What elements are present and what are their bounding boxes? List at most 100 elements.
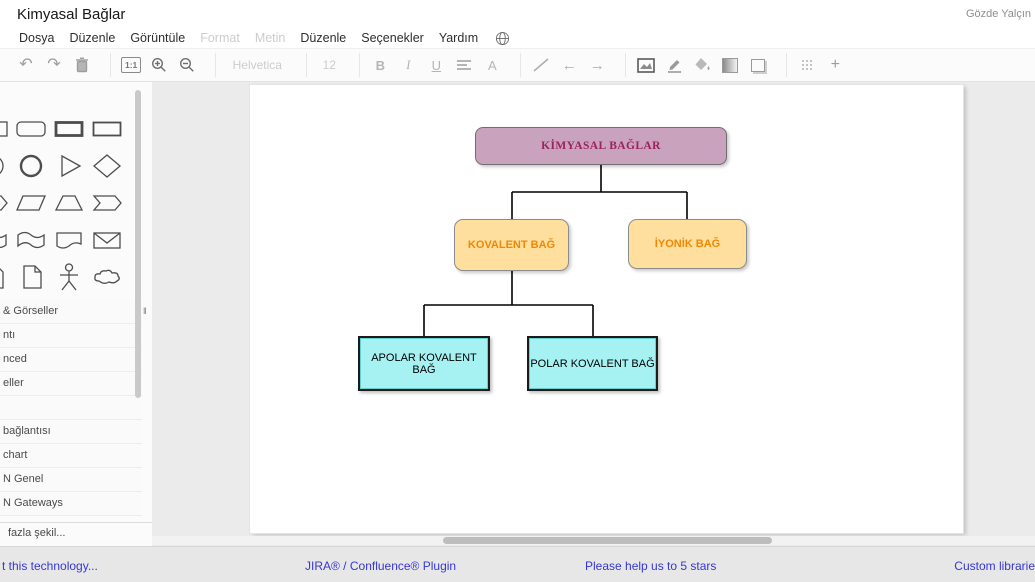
section-flowchart[interactable]: chart: [0, 444, 142, 468]
drawing-page[interactable]: KİMYASAL BAĞLAR KOVALENT BAĞ İYONİK BAĞ …: [250, 85, 963, 533]
redo-button[interactable]: ↷: [44, 53, 64, 77]
font-family-select: Helvetica: [232, 58, 282, 72]
shape-chevron[interactable]: [88, 184, 126, 221]
shape-rectangle[interactable]: [0, 110, 12, 147]
user-name: Gözde Yalçın: [965, 8, 1031, 20]
connector-edges: [423, 165, 688, 336]
section-bpmn-gateways[interactable]: N Gateways: [0, 492, 142, 516]
undo-button[interactable]: ↶: [16, 53, 36, 77]
fill-color-icon: [695, 58, 710, 70]
arrow-start-button[interactable]: ←: [559, 53, 579, 77]
align-icon: [457, 58, 472, 72]
zoom-in-button[interactable]: [149, 53, 169, 77]
menu-dosya[interactable]: Dosya: [19, 31, 55, 45]
shape-envelope[interactable]: [88, 221, 126, 258]
shape-circle[interactable]: [12, 147, 50, 184]
section-sekiller[interactable]: eller: [0, 372, 142, 396]
shadow-icon: [751, 58, 766, 72]
menu-bar: Dosya Düzenle Görüntüle Format Metin Düz…: [0, 28, 1035, 48]
toolbar-separator: [786, 53, 788, 77]
node-iyonik-bag[interactable]: İYONİK BAĞ: [628, 219, 747, 269]
shape-parallelogram[interactable]: [12, 184, 50, 221]
shape-plain-rectangle[interactable]: [88, 110, 126, 147]
section-bpmn-genel[interactable]: N Genel: [0, 468, 142, 492]
arrow-end-button[interactable]: →: [587, 53, 607, 77]
toolbar: ↶ ↷ 1:1 Helvetica 12 B I U A: [0, 48, 1035, 82]
delete-button[interactable]: [72, 53, 92, 77]
menu-secenekler[interactable]: Seçenekler: [361, 31, 424, 45]
grid-icon: [800, 58, 814, 72]
gradient-button[interactable]: [720, 53, 740, 77]
section-baglanti[interactable]: ntı: [0, 324, 142, 348]
shape-tape[interactable]: [12, 221, 50, 258]
underline-button[interactable]: U: [431, 57, 441, 73]
document-title: Kimyasal Bağlar: [17, 6, 126, 23]
shape-rounded-rectangle[interactable]: [12, 110, 50, 147]
toolbar-separator: [110, 53, 111, 77]
shape-sections: & Görseller ntı nced eller bağlantısı ch…: [0, 300, 142, 516]
shape-ellipse[interactable]: [0, 147, 12, 184]
custom-libraries-link[interactable]: Custom libraries: [954, 559, 1035, 573]
shape-document[interactable]: [50, 221, 88, 258]
more-shapes-link[interactable]: fazla şekil...: [0, 522, 152, 543]
pencil-icon: [667, 60, 681, 73]
zoom-out-button[interactable]: [177, 53, 197, 77]
align-button[interactable]: [454, 53, 474, 77]
section-gorseller[interactable]: & Görseller: [0, 300, 142, 324]
menu-duzenle[interactable]: Düzenle: [69, 31, 116, 45]
rate-5-stars-link[interactable]: Please help us to 5 stars: [585, 559, 717, 573]
section-advanced[interactable]: nced: [0, 348, 142, 372]
section-blank[interactable]: [0, 396, 142, 420]
font-color-button[interactable]: A: [487, 57, 497, 73]
jira-confluence-plugin-link[interactable]: JIRA® / Confluence® Plugin: [305, 559, 457, 573]
shape-actor[interactable]: [50, 258, 88, 295]
shape-tape-cut[interactable]: [0, 221, 12, 258]
shape-note[interactable]: [12, 258, 50, 295]
shape-triangle[interactable]: [50, 147, 88, 184]
undo-icon: ↶: [19, 56, 33, 73]
section-baglantisi[interactable]: bağlantısı: [0, 420, 142, 444]
trash-icon: [76, 57, 88, 73]
horizontal-scrollbar[interactable]: [152, 536, 1035, 545]
shape-diamond[interactable]: [88, 147, 126, 184]
shadow-button[interactable]: [748, 53, 768, 77]
status-bar: t this technology... JIRA® / Confluence®…: [0, 546, 1035, 582]
shape-chevron-cut[interactable]: [0, 184, 12, 221]
fill-color-button[interactable]: [692, 53, 712, 77]
menu-yardim[interactable]: Yardım: [438, 31, 479, 45]
node-polar-kovalent-bag[interactable]: POLAR KOVALENT BAĞ: [527, 336, 658, 391]
sidebar-collapse-handle[interactable]: ‖: [143, 306, 147, 316]
italic-button[interactable]: I: [406, 57, 411, 72]
image-button[interactable]: [636, 53, 656, 77]
zoom-actual-icon: 1:1: [121, 57, 142, 73]
title-bar: Kimyasal Bağlar Gözde Yalçın: [0, 0, 1035, 28]
edit-style-button[interactable]: [664, 53, 684, 77]
about-technology-link[interactable]: t this technology...: [2, 559, 98, 573]
shape-bold-rectangle[interactable]: [50, 110, 88, 147]
menu-duzenle-2[interactable]: Düzenle: [300, 31, 347, 45]
arrow-right-icon: →: [589, 56, 605, 74]
shape-trapezoid[interactable]: [50, 184, 88, 221]
shape-cloud[interactable]: [88, 258, 126, 295]
menu-goruntule[interactable]: Görüntüle: [130, 31, 186, 45]
bold-button[interactable]: B: [375, 57, 385, 73]
toolbar-separator: [520, 53, 522, 77]
node-apolar-kovalent-bag[interactable]: APOLAR KOVALENT BAĞ: [358, 336, 490, 391]
guides-button[interactable]: +: [825, 53, 845, 77]
node-kimyasal-baglar[interactable]: KİMYASAL BAĞLAR: [475, 127, 727, 165]
menu-metin: Metin: [254, 31, 286, 45]
canvas-area[interactable]: KİMYASAL BAĞLAR KOVALENT BAĞ İYONİK BAĞ …: [152, 82, 1035, 546]
redo-icon: ↷: [47, 56, 61, 73]
node-kovalent-bag[interactable]: KOVALENT BAĞ: [454, 219, 569, 271]
zoom-actual-button[interactable]: 1:1: [121, 53, 142, 77]
globe-icon[interactable]: [495, 31, 510, 46]
horizontal-scrollbar-thumb[interactable]: [443, 537, 772, 544]
line-style-button[interactable]: [531, 53, 551, 77]
zoom-out-icon: [180, 57, 195, 72]
grid-button[interactable]: [797, 53, 817, 77]
shape-note-cut[interactable]: [0, 258, 12, 295]
sidebar-scrollbar-thumb[interactable]: [135, 90, 141, 398]
font-size-select: 12: [322, 58, 336, 72]
shape-palette: [0, 82, 152, 295]
